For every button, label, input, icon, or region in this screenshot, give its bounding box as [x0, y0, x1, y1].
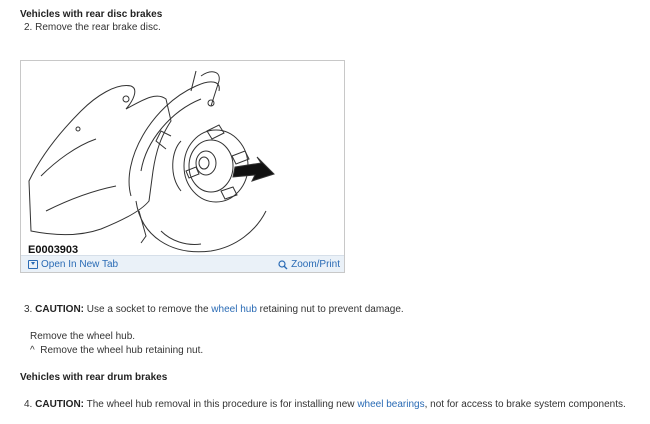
zoom-print-link[interactable]: Zoom/Print	[278, 259, 340, 270]
open-in-new-tab-label: Open In New Tab	[41, 259, 119, 270]
figure-toolbar: Open In New Tab Zoom/Print	[21, 255, 344, 272]
sub-step: ^ Remove the wheel hub retaining nut.	[30, 345, 203, 356]
step-3-caution: CAUTION:	[35, 304, 85, 315]
bullet-caret: ^	[30, 345, 35, 356]
section-heading-drum-brakes: Vehicles with rear drum brakes	[20, 372, 168, 383]
remove-wheel-hub-text: Remove the wheel hub.	[30, 331, 136, 342]
open-in-new-tab-icon	[28, 260, 38, 269]
step-3-text-before: Use a socket to remove the	[84, 304, 212, 315]
wheel-hub-link[interactable]: wheel hub	[211, 304, 257, 315]
step-4-caution: CAUTION:	[35, 399, 85, 410]
step-3: 3. CAUTION: Use a socket to remove the w…	[24, 304, 404, 315]
open-in-new-tab-link[interactable]: Open In New Tab	[28, 259, 118, 270]
step-3-number: 3.	[24, 304, 33, 315]
zoom-print-label: Zoom/Print	[291, 259, 340, 270]
step-3-text-after: retaining nut to prevent damage.	[256, 304, 404, 315]
magnifier-icon	[278, 259, 288, 269]
step-4-number: 4.	[24, 399, 33, 410]
remove-retaining-nut-text: Remove the wheel hub retaining nut.	[40, 345, 204, 356]
brake-disc-figure: E0003903 Open In New Tab Zoom/Print	[20, 60, 345, 273]
step-4: 4. CAUTION: The wheel hub removal in thi…	[24, 399, 626, 410]
brake-disc-illustration	[28, 70, 275, 253]
step-4-text-before: The wheel hub removal in this procedure …	[84, 399, 358, 410]
section-heading-disc-brakes: Vehicles with rear disc brakes	[20, 9, 163, 20]
step-2-text: 2. Remove the rear brake disc.	[24, 22, 161, 33]
wheel-bearings-link[interactable]: wheel bearings	[357, 399, 425, 410]
figure-id: E0003903	[28, 244, 79, 256]
step-4-text-after: , not for access to brake system compone…	[424, 399, 626, 410]
